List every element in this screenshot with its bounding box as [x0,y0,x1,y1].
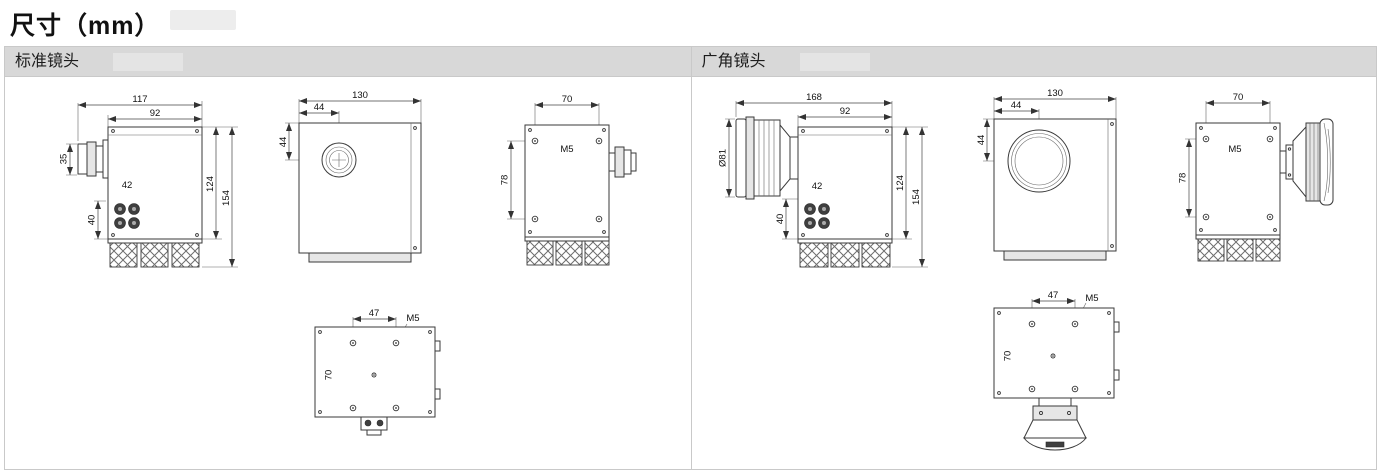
dim-label: 35 [59,154,70,165]
dimension-lines [983,96,1116,161]
drawing-wide-rear-view: 70 M5 78 [1177,92,1333,262]
watermark-box [799,53,870,71]
camera-body [524,124,610,238]
lens-front [321,142,357,178]
camera-body [1195,122,1280,236]
connector-ports [114,203,140,229]
drawing-standard-side-view: 117 92 35 42 40 124 154 [59,94,238,268]
heat-sink [1195,234,1280,262]
dim-label: 42 [122,180,133,191]
dimension-lines [286,98,421,160]
dim-label: 70 [324,370,335,381]
thread-label: M5 [560,144,573,155]
dim-label: 124 [895,175,906,191]
drawing-wide-side-view: 168 92 Ø81 42 40 124 154 [717,92,928,268]
panel-wide-lens: 广角镜头 [690,47,1377,469]
dim-label: Ø81 [717,149,728,167]
drawing-standard-front-view: 130 44 44 [278,90,422,263]
dim-label: 42 [811,181,822,192]
thread-label: M5 [406,313,419,324]
mounting-holes [531,137,603,223]
dim-label: 44 [314,102,325,113]
drawing-wide-front-view: 130 44 44 [976,88,1116,261]
dim-label: 70 [562,94,573,105]
thread-label: M5 [1085,293,1098,304]
dim-label: 130 [352,90,368,101]
dim-label: 78 [1177,173,1188,184]
dim-label: 92 [150,108,161,119]
dim-label: 44 [976,135,987,146]
panel-standard-header: 标准镜头 [5,47,691,77]
dim-label: 47 [369,308,380,319]
connector-block [360,416,388,436]
extension-lines [507,103,600,220]
dim-label: 40 [775,214,786,225]
panel-wide-body: 168 92 Ø81 42 40 124 154 [692,77,1377,469]
heat-sink [797,238,892,268]
lens-barrel [77,139,109,179]
camera-body [107,126,203,240]
mounting-holes [1202,135,1273,221]
wide-lens-barrel [1279,118,1333,206]
watermark-box [170,10,236,30]
mounting-holes [1028,320,1078,393]
dim-label: 44 [278,137,289,148]
wide-lens-barrel [735,116,798,200]
wide-lens-dome [1022,397,1087,451]
thread-label: M5 [1228,144,1241,155]
dim-label: 70 [1232,92,1243,103]
dim-label: 70 [1002,351,1013,362]
panel-wide-header: 广角镜头 [691,47,1376,77]
drawing-wide-bottom-view: 47 M5 70 [993,290,1119,451]
dimensions-table: 标准镜头 [4,46,1377,470]
dim-label: 78 [500,175,511,186]
heat-sink [524,236,610,266]
lens-barrel [608,146,637,178]
camera-body [993,307,1119,399]
dim-label: 117 [132,94,147,105]
mounting-holes [349,339,400,412]
panel-standard-body: 117 92 35 42 40 124 154 [5,77,691,469]
page-title: 尺寸（mm） [10,12,161,40]
dimension-lines [67,102,235,267]
dim-label: 44 [1010,100,1021,111]
wide-lens-front [1007,129,1070,193]
dim-label: 124 [205,176,216,192]
heat-sink [107,238,203,268]
panel-standard-lens: 标准镜头 [5,47,691,469]
camera-body [314,326,441,418]
drawing-standard-rear-view: 70 M5 78 [500,94,637,266]
camera-body [298,122,422,263]
panel-standard-title: 标准镜头 [15,53,80,70]
connector-ports [803,203,830,229]
panel-wide-title: 广角镜头 [701,53,766,70]
watermark-box [113,53,183,71]
dim-label: 154 [911,189,922,205]
dim-label: 47 [1047,290,1058,301]
dimension-lines [1185,100,1270,217]
dim-label: 130 [1047,88,1063,99]
drawing-standard-bottom-view: 47 M5 70 [314,308,441,436]
dim-label: 92 [839,106,850,117]
dim-label: 40 [87,215,98,226]
dim-label: 154 [221,190,232,206]
dim-label: 168 [806,92,822,103]
